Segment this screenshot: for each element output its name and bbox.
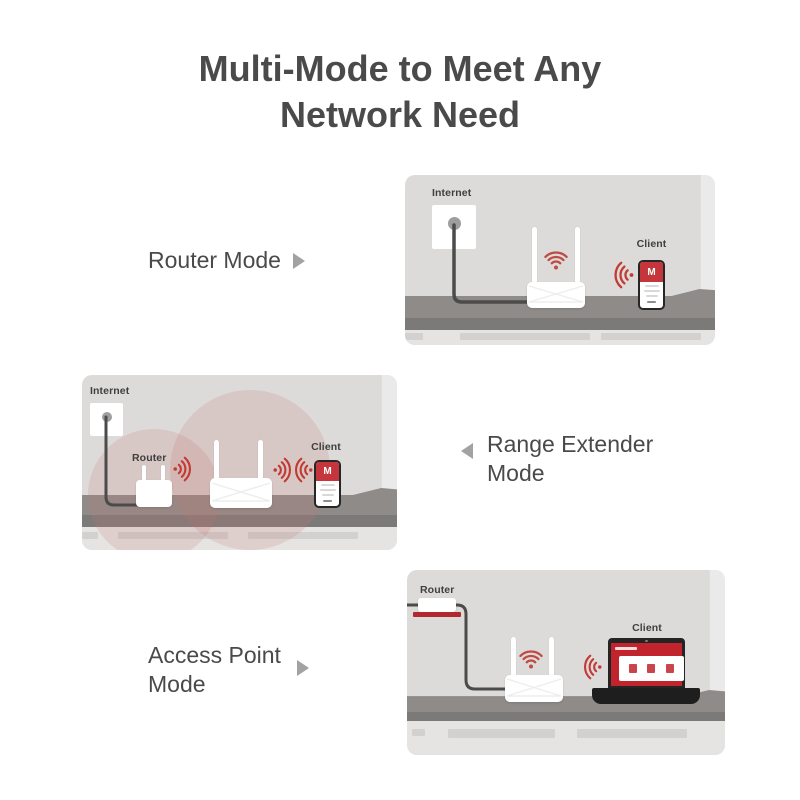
router-antenna xyxy=(142,465,146,481)
arrow-right-icon xyxy=(296,660,309,676)
host-router xyxy=(136,480,172,507)
client-smartphone: M xyxy=(638,260,665,310)
router-face-lines xyxy=(528,285,584,303)
router-antenna xyxy=(532,227,537,284)
product-thumbnail xyxy=(629,664,638,673)
page-title-line1: Multi-Mode to Meet Any xyxy=(198,48,602,89)
router-antenna xyxy=(549,637,554,677)
access-point-device xyxy=(505,675,563,702)
floor-strip xyxy=(405,333,423,340)
webpage-header-text xyxy=(615,647,637,650)
wifi-router xyxy=(527,282,585,308)
floor-strip xyxy=(248,532,358,539)
floor xyxy=(405,330,715,345)
wifi-signal-icon xyxy=(519,650,543,669)
wifi-waves-icon xyxy=(273,457,292,483)
page-title: Multi-Mode to Meet Any Network Need xyxy=(0,46,800,138)
floor-strip xyxy=(577,729,687,738)
laptop-webpage xyxy=(611,643,684,686)
mode-label-range-extender-text: Range Extender Mode xyxy=(487,430,653,488)
mode-label-access-point-text: Access Point Mode xyxy=(148,641,281,699)
phone-brand-logo: M xyxy=(316,462,339,481)
floor-strip xyxy=(460,333,590,340)
floor xyxy=(407,721,725,755)
table-front xyxy=(407,712,725,721)
router-antenna xyxy=(161,465,165,481)
internet-label: Internet xyxy=(432,187,472,199)
phone-home-bar xyxy=(647,301,656,303)
phone-ui-line xyxy=(644,285,659,287)
floor-strip xyxy=(601,333,701,340)
mode-label-line2: Mode xyxy=(487,460,545,486)
coverage-circle-extender xyxy=(170,390,330,550)
extender-antenna xyxy=(258,440,263,482)
client-smartphone: M xyxy=(314,460,341,508)
range-extender-device xyxy=(210,478,272,508)
phone-ui-line xyxy=(643,290,660,292)
client-label: Client xyxy=(636,238,667,250)
router-antenna xyxy=(575,227,580,284)
internet-label: Internet xyxy=(90,385,130,397)
floor-strip xyxy=(82,532,98,539)
floor-strip xyxy=(412,729,425,736)
phone-ui-line xyxy=(321,494,334,496)
product-thumbnail xyxy=(647,664,656,673)
router-antenna xyxy=(511,637,516,677)
arrow-right-icon xyxy=(292,252,305,269)
router-label: Router xyxy=(420,584,455,596)
wifi-waves-icon xyxy=(294,457,313,483)
floor xyxy=(82,527,397,550)
host-router-device xyxy=(418,598,456,612)
mode-label-router: Router Mode xyxy=(148,246,305,275)
phone-ui-line xyxy=(320,484,335,486)
table-front xyxy=(405,318,715,330)
wifi-waves-icon xyxy=(583,654,602,680)
mode-label-line1: Access Point xyxy=(148,642,281,668)
ethernet-cable xyxy=(104,415,142,507)
floor-strip xyxy=(118,532,228,539)
mode-label-router-text: Router Mode xyxy=(148,247,281,273)
wifi-waves-icon xyxy=(173,456,192,482)
router-mode-illustration: Internet Client M xyxy=(405,175,715,345)
phone-brand-logo: M xyxy=(640,262,663,282)
mode-label-access-point: Access Point Mode xyxy=(148,641,309,699)
extender-antenna xyxy=(214,440,219,482)
page-title-line2: Network Need xyxy=(279,94,521,135)
range-extender-mode-illustration: Internet Router xyxy=(82,375,397,550)
wifi-waves-icon xyxy=(614,261,634,289)
webpage-panel xyxy=(619,656,684,681)
router-face-lines xyxy=(211,482,271,502)
mode-label-line1: Range Extender xyxy=(487,431,654,457)
phone-ui-line xyxy=(319,489,336,491)
laptop-screen xyxy=(608,638,685,688)
client-label: Client xyxy=(632,622,662,634)
client-label: Client xyxy=(311,441,341,453)
router-label: Router xyxy=(132,452,167,464)
ethernet-cable xyxy=(452,223,532,304)
router-face-lines xyxy=(506,678,562,697)
product-thumbnail xyxy=(665,664,674,673)
laptop-camera-dot xyxy=(645,639,648,642)
phone-home-bar xyxy=(323,500,332,502)
table-front xyxy=(82,515,397,527)
wifi-signal-icon xyxy=(544,251,568,270)
access-point-mode-illustration: Router Client xyxy=(407,570,725,755)
mode-label-range-extender: Range Extender Mode xyxy=(461,430,653,488)
laptop-base xyxy=(592,688,700,704)
mode-label-line2: Mode xyxy=(148,671,206,697)
phone-ui-line xyxy=(645,295,658,297)
host-router-accent-bar xyxy=(413,612,461,617)
floor-strip xyxy=(448,729,555,738)
ethernet-cable xyxy=(407,603,512,691)
arrow-left-icon xyxy=(461,443,473,459)
